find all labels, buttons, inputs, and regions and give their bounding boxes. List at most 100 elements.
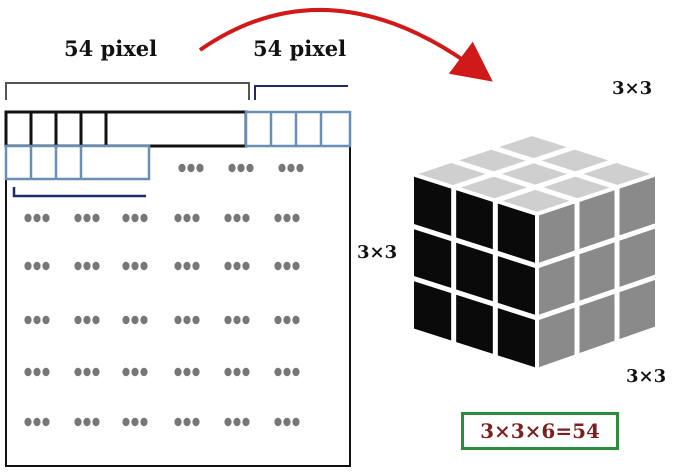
cube-grid-line [452,144,575,190]
ellipsis-dot [140,315,148,325]
ellipsis-dot [274,367,282,377]
ellipsis-dot [74,213,82,223]
ellipsis-dot [237,163,245,173]
ellipsis-dot [74,367,82,377]
right-width-label: 54 pixel [253,36,347,61]
ellipsis-dot [131,367,139,377]
cube-top-label: 3×3 [612,78,653,99]
ellipsis-dot [233,417,241,427]
ellipsis-dot [83,261,91,271]
ellipsis-dot [33,417,41,427]
ellipsis-dot [246,163,254,173]
ellipsis-dot [292,367,300,377]
ellipsis-dot [92,261,100,271]
ellipsis-dot [42,261,50,271]
ellipsis-dot [283,261,291,271]
ellipsis-dot [187,163,195,173]
cube-grid-line [411,275,538,321]
right-width-bracket [254,85,348,100]
ellipsis-dot [122,213,130,223]
ellipsis-dot [122,367,130,377]
ellipsis-dot [242,367,250,377]
ellipsis-dot [131,261,139,271]
ellipsis-dot [224,417,232,427]
cube-grid-line [536,274,658,321]
ellipsis-dot [174,315,182,325]
ellipsis-dot [192,261,200,271]
ellipsis-dots [24,163,304,427]
ellipsis-dot [228,163,236,173]
ellipsis-dot [131,417,139,427]
ellipsis-dot [178,163,186,173]
ellipsis-dot [183,213,191,223]
ellipsis-dot [33,213,41,223]
ellipsis-dot [83,367,91,377]
ellipsis-dot [274,261,282,271]
cube-left-label: 3×3 [357,242,398,263]
cube-grid-line [451,158,578,204]
left-width-bracket [5,82,250,100]
ellipsis-dot [192,417,200,427]
ellipsis-dot [131,315,139,325]
ellipsis-dot [242,417,250,427]
ellipsis-dot [283,315,291,325]
ellipsis-dot [242,261,250,271]
ellipsis-dot [83,213,91,223]
ellipsis-dot [24,417,32,427]
next-pixel-segment [244,110,352,148]
ellipsis-dot [24,367,32,377]
ellipsis-dot [283,213,291,223]
ellipsis-dot [74,261,82,271]
ellipsis-dot [74,315,82,325]
ellipsis-dot [174,213,182,223]
ellipsis-dot [224,315,232,325]
ellipsis-dot [24,261,32,271]
ellipsis-dot [140,417,148,427]
ellipsis-dot [278,163,286,173]
ellipsis-dot [92,315,100,325]
ellipsis-dot [92,417,100,427]
ellipsis-dot [292,261,300,271]
ellipsis-dot [283,367,291,377]
ellipsis-dot [83,315,91,325]
ellipsis-dot [233,367,241,377]
ellipsis-dot [92,213,100,223]
ellipsis-dot [274,213,282,223]
ellipsis-dot [233,261,241,271]
ellipsis-dot [233,213,241,223]
ellipsis-dot [131,213,139,223]
ellipsis-dot [122,417,130,427]
ellipsis-dot [33,315,41,325]
ellipsis-dot [183,261,191,271]
ellipsis-dot [174,261,182,271]
ellipsis-dot [242,213,250,223]
left-width-label: 54 pixel [64,36,158,61]
ellipsis-dot [283,417,291,427]
ellipsis-dot [42,367,50,377]
ellipsis-dot [183,315,191,325]
ellipsis-dot [140,367,148,377]
ellipsis-dot [274,315,282,325]
ellipsis-dot [224,261,232,271]
ellipsis-dot [292,417,300,427]
ellipsis-dot [292,213,300,223]
ellipsis-dot [183,417,191,427]
ellipsis-dot [192,315,200,325]
ellipsis-dot [140,261,148,271]
ellipsis-dot [242,315,250,325]
ellipsis-dot [140,213,148,223]
top-pixel-row [4,110,248,148]
second-pixel-row [4,144,151,181]
ellipsis-dot [122,261,130,271]
cube-grid-lines [411,144,658,357]
ellipsis-dot [287,163,295,173]
ellipsis-dot [224,367,232,377]
ellipsis-dot [233,315,241,325]
ellipsis-dot [192,367,200,377]
ellipsis-dot [24,315,32,325]
ellipsis-dot [42,417,50,427]
ellipsis-dot [83,417,91,427]
ellipsis-dot [274,417,282,427]
ellipsis-dot [183,367,191,377]
